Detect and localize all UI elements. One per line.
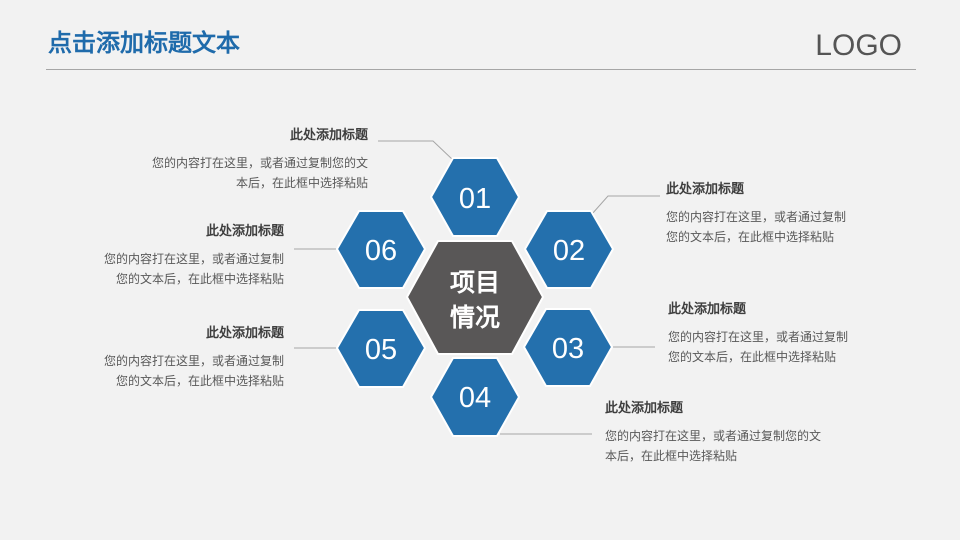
- center-hexagon: 项目 情况: [405, 240, 545, 355]
- hexagon-01-label: 01: [459, 183, 491, 215]
- item-04-body[interactable]: 您的内容打在这里，或者通过复制您的文本后，在此框中选择粘贴: [605, 429, 822, 463]
- hexagon-03-label: 03: [552, 333, 584, 365]
- hexagon-04[interactable]: 04: [429, 357, 521, 437]
- item-01-body[interactable]: 您的内容打在这里，或者通过复制您的文本后，在此框中选择粘贴: [151, 156, 368, 190]
- item-01: 此处添加标题 您的内容打在这里，或者通过复制您的文本后，在此框中选择粘贴: [150, 127, 368, 193]
- item-01-heading[interactable]: 此处添加标题: [289, 128, 368, 143]
- item-04-heading[interactable]: 此处添加标题: [605, 401, 684, 416]
- item-06: 此处添加标题 您的内容打在这里，或者通过复制您的文本后，在此框中选择粘贴: [102, 223, 284, 289]
- item-05-body[interactable]: 您的内容打在这里，或者通过复制您的文本后，在此框中选择粘贴: [103, 354, 284, 388]
- hexagon-06-label: 06: [365, 235, 397, 267]
- hexagon-06[interactable]: 06: [335, 210, 427, 289]
- item-03-heading[interactable]: 此处添加标题: [668, 302, 747, 317]
- hexagon-04-label: 04: [459, 382, 491, 414]
- hexagon-01[interactable]: 01: [429, 157, 521, 237]
- item-06-body[interactable]: 您的内容打在这里，或者通过复制您的文本后，在此框中选择粘贴: [103, 252, 284, 286]
- item-05-heading[interactable]: 此处添加标题: [205, 326, 284, 341]
- item-06-heading[interactable]: 此处添加标题: [205, 224, 284, 239]
- hexagon-02[interactable]: 02: [523, 210, 615, 289]
- center-label-line2: 情况: [450, 303, 500, 332]
- item-05: 此处添加标题 您的内容打在这里，或者通过复制您的文本后，在此框中选择粘贴: [102, 325, 284, 391]
- page-title: 点击添加标题文本: [48, 29, 240, 57]
- connector-02: [591, 195, 660, 215]
- item-03-body[interactable]: 您的内容打在这里，或者通过复制您的文本后，在此框中选择粘贴: [668, 330, 849, 364]
- item-04: 此处添加标题 您的内容打在这里，或者通过复制您的文本后，在此框中选择粘贴: [605, 400, 823, 466]
- logo: LOGO: [815, 29, 902, 62]
- center-label-line1: 项目: [450, 268, 500, 297]
- header-divider: [46, 69, 916, 70]
- hexagon-05[interactable]: 05: [335, 309, 427, 388]
- item-02: 此处添加标题 您的内容打在这里，或者通过复制您的文本后，在此框中选择粘贴: [666, 181, 846, 247]
- hexagon-05-label: 05: [365, 334, 397, 366]
- hexagon-03[interactable]: 03: [522, 308, 614, 387]
- item-03: 此处添加标题 您的内容打在这里，或者通过复制您的文本后，在此框中选择粘贴: [668, 301, 848, 367]
- item-02-heading[interactable]: 此处添加标题: [666, 182, 745, 197]
- connector-lines: [294, 140, 660, 435]
- hexagon-02-label: 02: [553, 235, 585, 267]
- connector-01: [378, 140, 454, 161]
- item-02-body[interactable]: 您的内容打在这里，或者通过复制您的文本后，在此框中选择粘贴: [666, 210, 847, 244]
